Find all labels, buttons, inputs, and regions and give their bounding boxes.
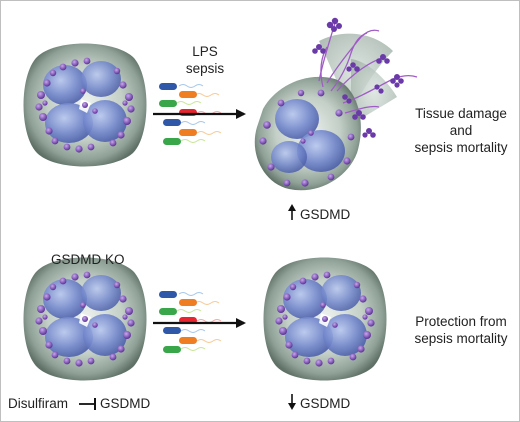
bottom-outcome-label: Protection from sepsis mortality — [407, 313, 515, 347]
top-outcome-line-3: sepsis mortality — [414, 140, 508, 155]
stimulus-label: LPS sepsis — [175, 43, 235, 77]
bottom-outcome-line-2: sepsis mortality — [414, 331, 508, 346]
netosing-neutrophil — [254, 17, 418, 191]
top-outcome-line-1: Tissue damage — [415, 106, 507, 121]
inhibited-gsdmd-label: GSDMD — [100, 396, 151, 411]
stimulus-line-1: LPS — [192, 44, 218, 59]
protected-neutrophil — [263, 257, 387, 381]
resting-neutrophil-top — [23, 43, 147, 167]
gsdmd-down-arrowhead — [288, 403, 296, 410]
gsdmd-increase-label: GSDMD — [300, 207, 351, 222]
top-outcome-line-2: and — [449, 123, 473, 138]
top-outcome-label: Tissue damage and sepsis mortality — [407, 105, 515, 156]
gsdmd-ko-label: GSDMD KO — [51, 252, 125, 267]
gsdmd-ko-neutrophil — [23, 257, 147, 381]
stimulus-line-2: sepsis — [185, 61, 225, 76]
gsdmd-up-arrowhead — [288, 204, 296, 211]
gsdmd-decrease-label: GSDMD — [300, 396, 351, 411]
bottom-outcome-line-1: Protection from — [415, 314, 507, 329]
disulfiram-label: Disulfiram — [8, 396, 69, 411]
